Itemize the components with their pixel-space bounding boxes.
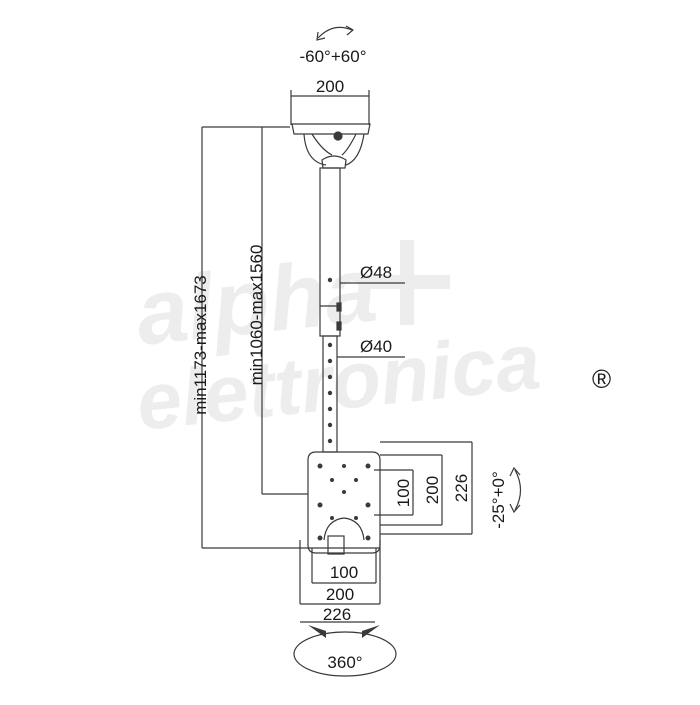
top-rotation-arc — [317, 26, 353, 39]
top-rotation-label: -60°+60° — [299, 47, 366, 66]
inner-tube-hole-3 — [327, 374, 333, 380]
bottom-rotation-ellipse — [293, 631, 397, 677]
height-total-label: min1173-max1673 — [191, 275, 210, 415]
vesa-outer-height-label: 200 — [423, 476, 442, 504]
vesa-hole — [365, 463, 371, 469]
tilt-arrowhead-top — [509, 466, 521, 477]
ceiling-plate-screw — [333, 131, 343, 141]
mount-fills — [308, 277, 380, 638]
bracket-curve-left — [311, 133, 333, 156]
vesa-hole — [354, 516, 358, 520]
bracket-curve-right — [341, 133, 357, 156]
tube-lock-top — [336, 302, 342, 312]
vesa-hole — [317, 535, 323, 541]
vesa-inner-height-label: 100 — [394, 479, 413, 507]
registered-mark: ® — [592, 364, 611, 394]
vesa-inner-width-label: 100 — [330, 563, 358, 582]
inner-tube-hole-6 — [327, 422, 333, 428]
bracket-joint — [321, 155, 347, 169]
tilt-knob-arc — [323, 517, 365, 541]
inner-tube-hole-5 — [327, 406, 333, 412]
inner-tube-hole-4 — [327, 390, 333, 396]
vesa-hole — [365, 502, 371, 508]
watermark-plus-horizontal — [365, 275, 450, 289]
vesa-hole — [342, 464, 346, 468]
vesa-hole — [342, 490, 346, 494]
outer-diameter-label: Ø48 — [360, 263, 392, 282]
inner-tube-hole-2 — [327, 358, 333, 364]
mount-lines — [201, 25, 522, 677]
tube-lock-bottom — [336, 321, 342, 331]
vesa-hole — [365, 535, 371, 541]
bottom-rotation-label: 360° — [327, 653, 362, 672]
inner-diameter-label: Ø40 — [360, 337, 392, 356]
tilt-arrowhead-bottom — [509, 503, 521, 514]
bottom-rotation-arrowhead-right — [362, 625, 380, 638]
plate-width-label: 226 — [323, 605, 351, 624]
vesa-hole — [354, 478, 358, 482]
top-plate-width-label: 200 — [316, 77, 344, 96]
inner-tube-hole-7 — [327, 438, 333, 444]
height-tube-label: min1060-max1560 — [247, 245, 266, 386]
inner-tube-hole-1 — [327, 342, 333, 348]
vesa-hole — [330, 478, 334, 482]
top-rotation-arrowhead-right — [345, 25, 355, 36]
bottom-rotation-arrowhead-left — [308, 625, 326, 638]
vesa-hole — [330, 516, 334, 520]
tilt-arrow-arc — [514, 469, 522, 511]
ceiling-plate — [291, 123, 371, 135]
top-rotation-arrowhead-left — [316, 31, 326, 41]
vesa-outer-width-label: 200 — [326, 585, 354, 604]
tube-hole — [327, 277, 333, 283]
tilt-knob-body — [327, 535, 345, 555]
plate-height-label: 226 — [452, 474, 471, 502]
vesa-hole — [317, 463, 323, 469]
vesa-hole — [317, 502, 323, 508]
bracket-arm-right — [345, 133, 365, 166]
tilt-range-label: -25°+0° — [489, 471, 508, 529]
